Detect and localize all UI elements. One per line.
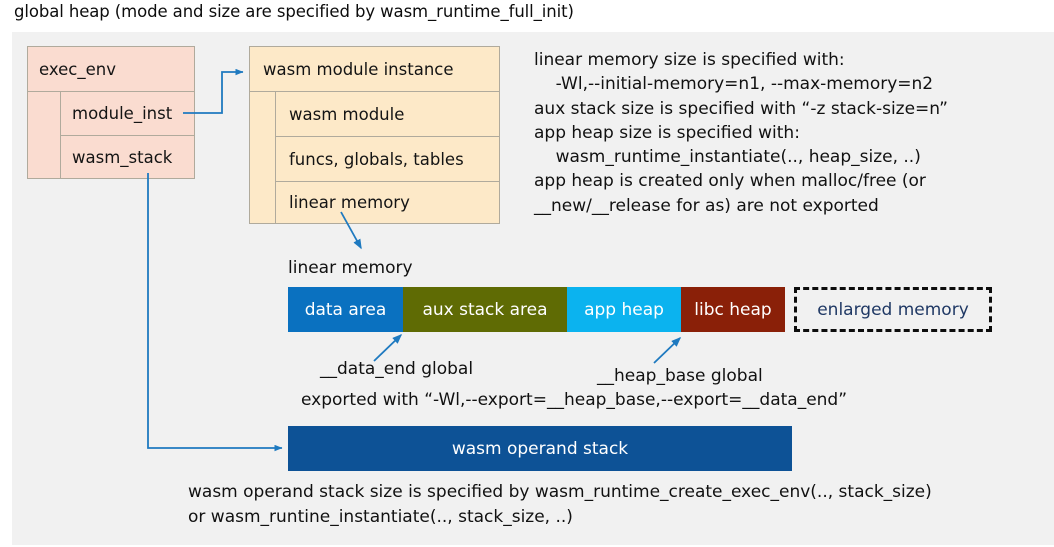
module-instance-row-funcs-globals-tables: funcs, globals, tables xyxy=(276,137,499,182)
exec-env-header: exec_env xyxy=(28,47,194,92)
annotation-data-end-global: __data_end global xyxy=(320,359,474,379)
module-instance-gutter xyxy=(250,92,276,223)
exec-env-gutter xyxy=(28,92,61,179)
module-instance-row-linear-memory: linear memory xyxy=(289,193,410,212)
memory-segment-libc-heap: libc heap xyxy=(681,287,785,332)
exec-env-row-wasm-stack: wasm_stack xyxy=(72,148,173,167)
module-instance-row-wasm-module: wasm module xyxy=(276,92,499,137)
linear-memory-bar: data area aux stack area app heap libc h… xyxy=(288,287,992,332)
exec-env-row-module-inst: module_inst xyxy=(61,92,194,136)
page-title: global heap (mode and size are specified… xyxy=(14,2,574,21)
memory-segment-data-area: data area xyxy=(288,287,403,332)
linear-memory-label: linear memory xyxy=(288,258,413,278)
operand-stack-caption: wasm operand stack size is specified by … xyxy=(188,482,932,527)
exec-env-box: exec_env module_inst wasm_stack xyxy=(27,46,195,179)
module-instance-header: wasm module instance xyxy=(250,47,499,92)
memory-segment-app-heap: app heap xyxy=(567,287,681,332)
wasm-module-instance-box: wasm module instance wasm module funcs, … xyxy=(249,46,500,224)
memory-segment-aux-stack-area: aux stack area xyxy=(403,287,567,332)
annotation-heap-base-global: __heap_base global xyxy=(597,366,763,386)
diagram-panel: exec_env module_inst wasm_stack wasm mod… xyxy=(12,32,1054,545)
wasm-operand-stack-bar: wasm operand stack xyxy=(288,426,792,471)
annotation-exported-with: exported with “-Wl,--export=__heap_base,… xyxy=(301,390,848,410)
notes-text: linear memory size is specified with: -W… xyxy=(534,50,948,216)
memory-segment-enlarged-memory: enlarged memory xyxy=(794,287,992,332)
